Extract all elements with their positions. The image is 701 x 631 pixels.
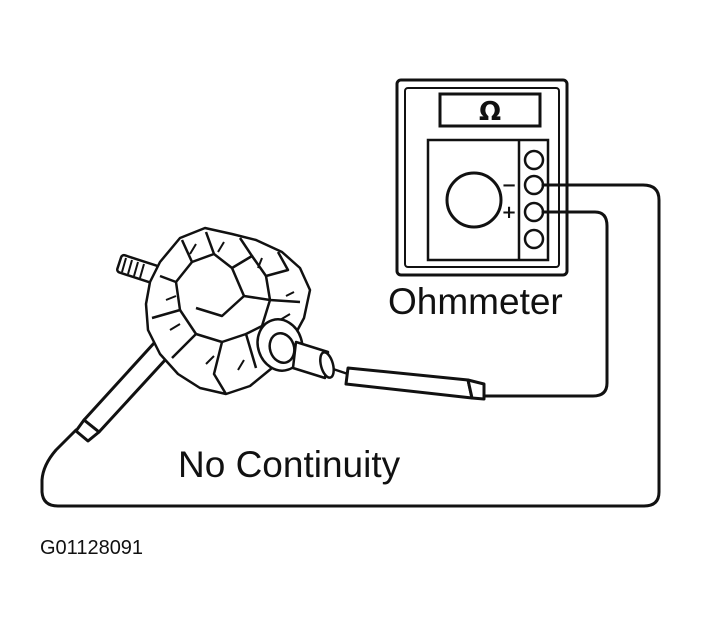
alternator-rotor: [116, 226, 335, 396]
rotor-shading: [165, 241, 295, 371]
ohmmeter-body: [395, 78, 569, 277]
right-test-probe: [323, 364, 486, 401]
continuity-result-label: No Continuity: [178, 444, 401, 485]
ohmmeter: Ω − +: [395, 78, 569, 277]
figure-code: G01128091: [40, 537, 144, 559]
test-leads: [40, 183, 661, 508]
slip-ring-inner: [268, 332, 296, 364]
range-selector-dial: [445, 171, 503, 229]
rotor-shaft: [291, 340, 330, 380]
ohmmeter-label: Ohmmeter: [388, 281, 563, 322]
right-probe-handle: [344, 366, 474, 400]
plus-terminal-mark: +: [501, 202, 516, 223]
rotor-shaft-end: [319, 351, 335, 379]
ohm-symbol: Ω: [479, 97, 501, 127]
ohmmeter-display: [438, 92, 542, 128]
lead-wire-outer: [40, 183, 661, 508]
ohmmeter-inner-frame: [404, 87, 560, 268]
left-probe-grip: [74, 418, 101, 443]
minus-terminal-mark: −: [501, 175, 516, 196]
terminal-jack-4: [523, 228, 545, 250]
terminal-jack-1: [523, 149, 545, 171]
ohmmeter-face-panel: [426, 138, 550, 262]
lead-wire-inner: [478, 210, 609, 398]
right-probe-grip: [466, 378, 486, 401]
